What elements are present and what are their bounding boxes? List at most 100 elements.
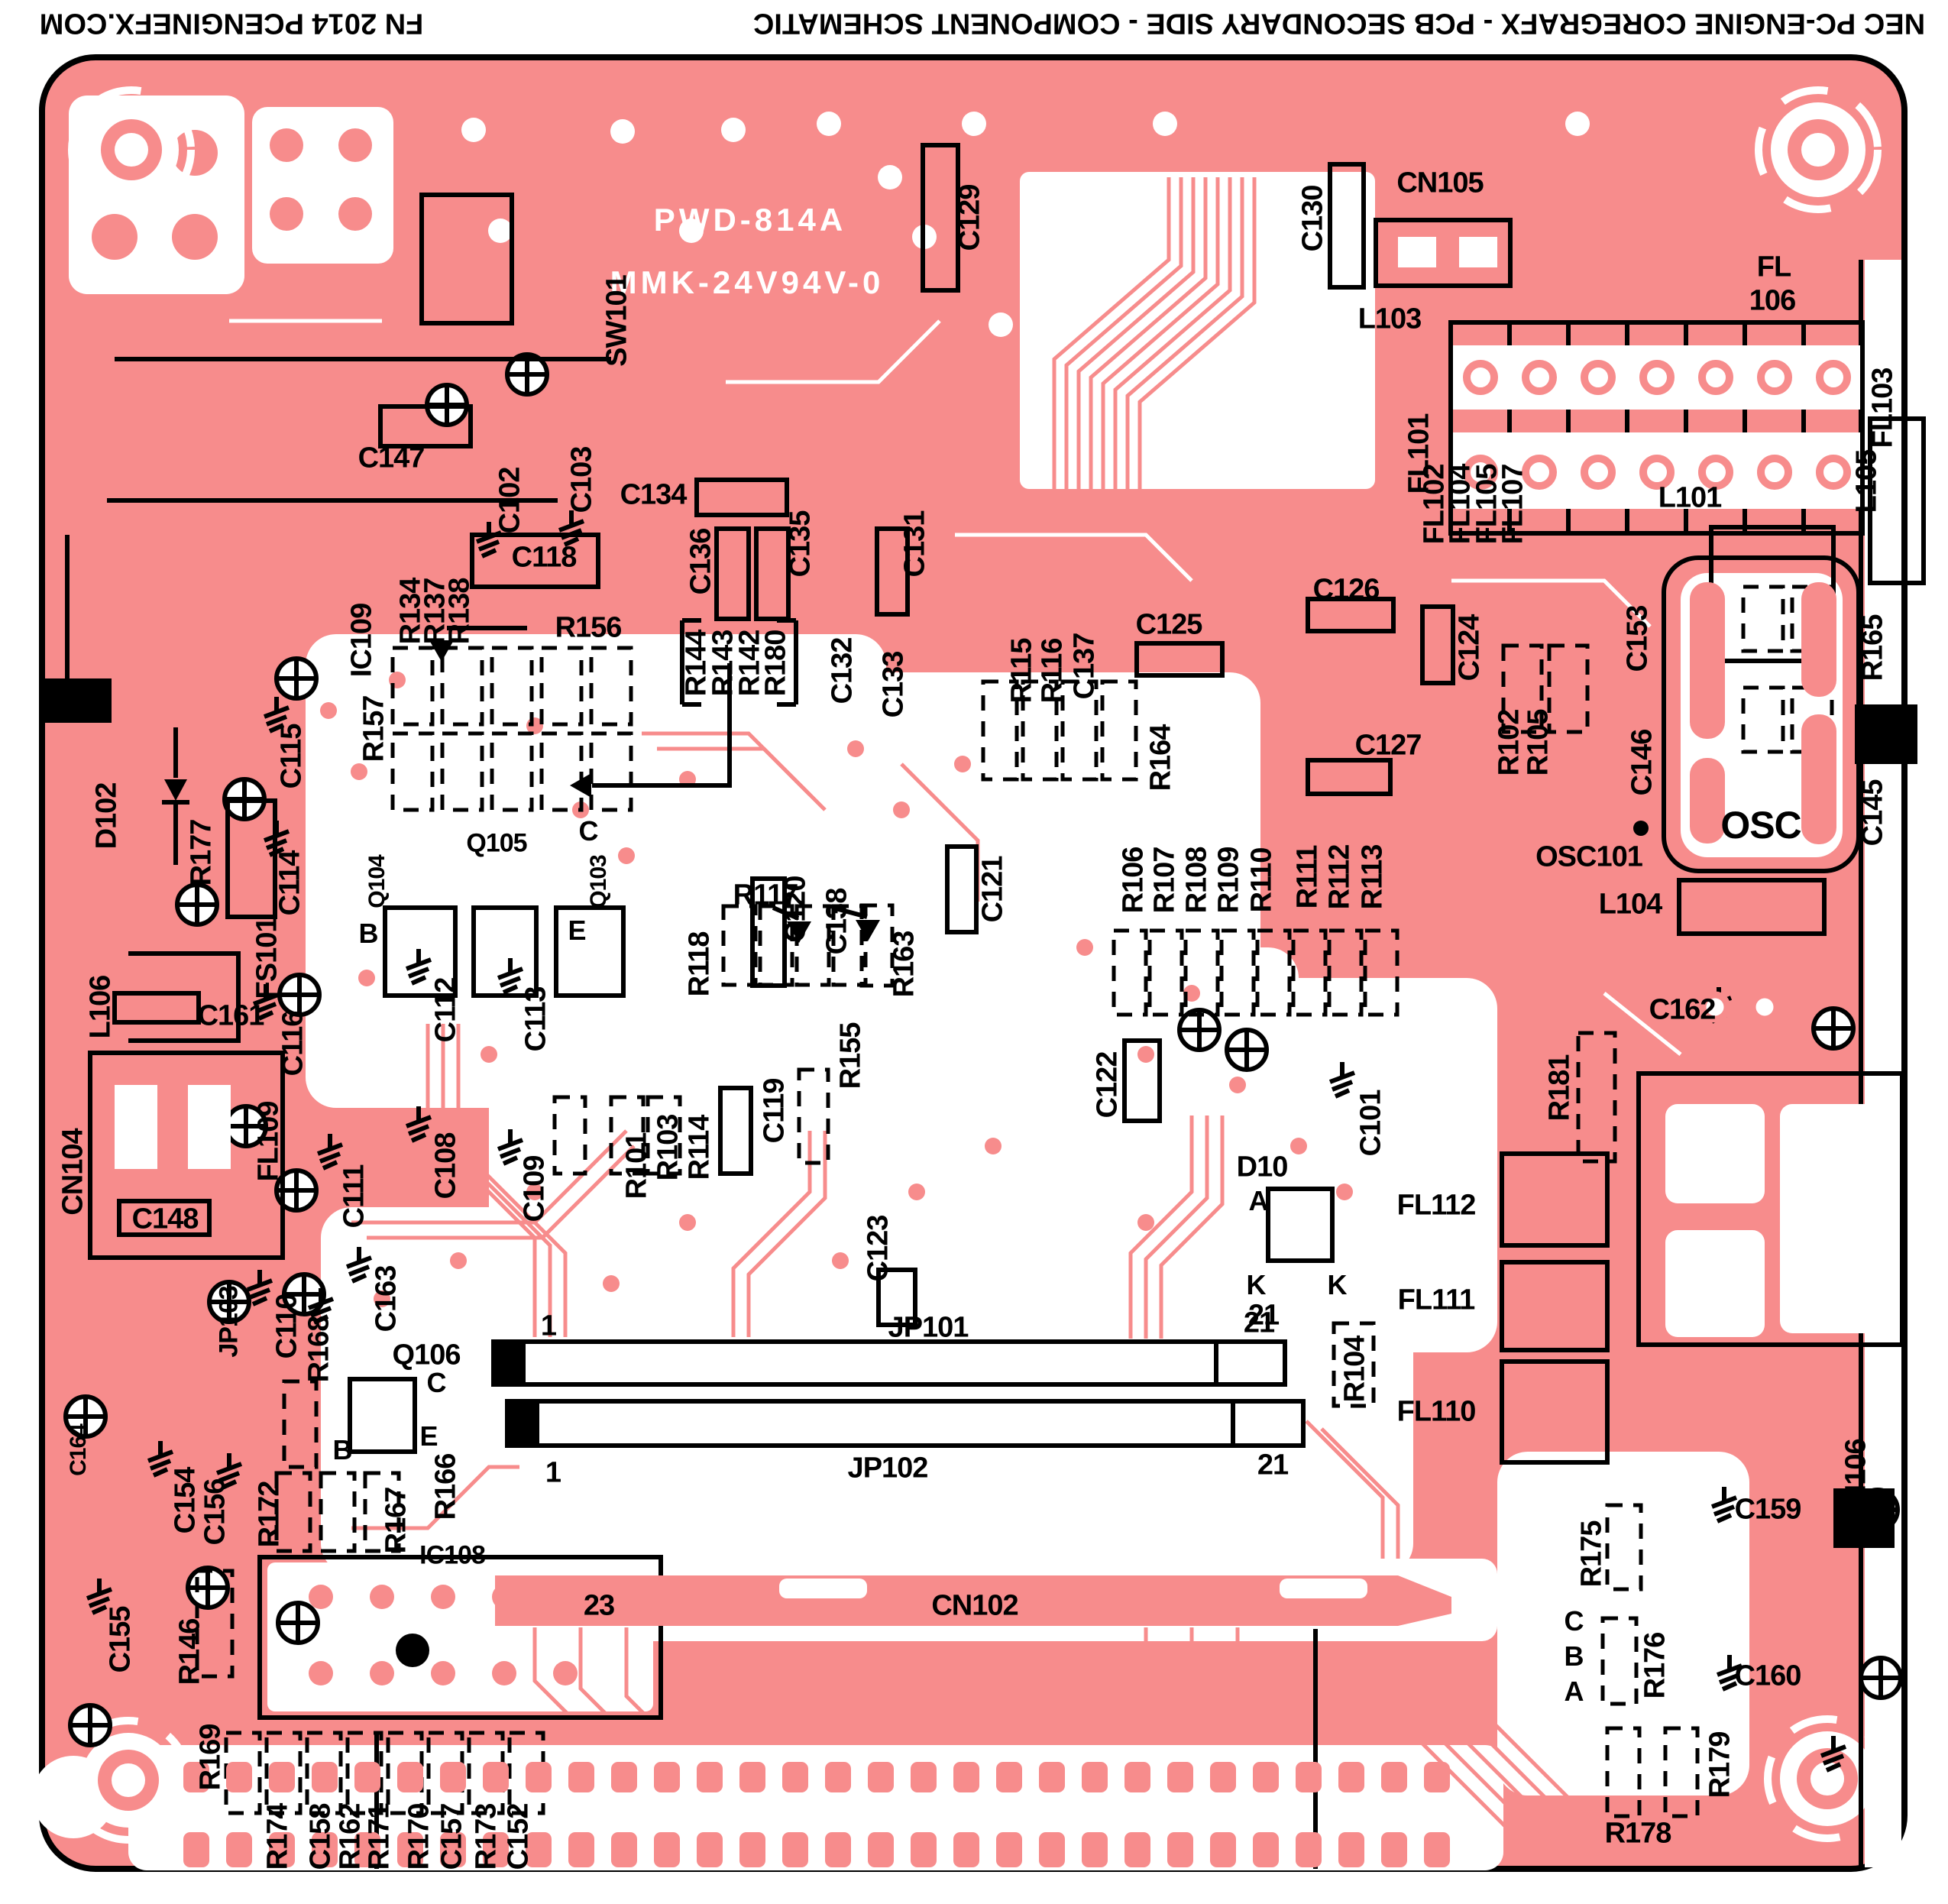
ref-label-SW101: SW101 (600, 275, 633, 367)
ref-label-R168: R168 (303, 1316, 335, 1383)
ref-label-C130: C130 (1296, 185, 1329, 252)
ref-label-C110: C110 (270, 1294, 303, 1359)
ref-label-Q106: Q106 (392, 1339, 461, 1371)
ref-label-R114: R114 (683, 1115, 716, 1180)
ref-label-B: B (1564, 1640, 1584, 1672)
ref-label-R105: R105 (1522, 709, 1555, 776)
ref-label-OSC101: OSC101 (1535, 840, 1643, 873)
ref-label-R173: R173 (470, 1803, 503, 1870)
ref-label-R110: R110 (1245, 847, 1278, 913)
ref-label-R155: R155 (834, 1022, 867, 1090)
ref-label-R118: R118 (683, 931, 716, 997)
ref-label-C134: C134 (620, 478, 688, 511)
ref-label-R107: R107 (1148, 847, 1181, 914)
ref-label-C109: C109 (518, 1155, 551, 1222)
ref-label-C132: C132 (826, 637, 859, 704)
ref-label-E: E (568, 915, 586, 946)
ref-label-R112: R112 (1323, 844, 1356, 910)
ref-label-E: E (419, 1420, 438, 1452)
ref-label-C152: C152 (502, 1803, 535, 1870)
ref-label-C135: C135 (784, 510, 817, 578)
ref-label-C148: C148 (131, 1203, 199, 1235)
ref-label-C101: C101 (1354, 1090, 1387, 1157)
ref-label-21: 21 (1243, 1307, 1275, 1339)
ref-label-Q103: Q103 (586, 855, 611, 908)
ref-label-FS101: FS101 (251, 917, 283, 999)
ref-label-C108: C108 (429, 1132, 462, 1200)
ref-label-C112: C112 (429, 977, 462, 1043)
ref-label-C160: C160 (1734, 1660, 1802, 1692)
ref-label-C138: C138 (820, 888, 853, 955)
ref-label-CN102: CN102 (931, 1589, 1018, 1622)
ref-label-R170: R170 (403, 1803, 435, 1870)
ref-label-R101: R101 (620, 1132, 653, 1200)
ref-label-C129: C129 (953, 184, 986, 251)
ref-label-R174: R174 (261, 1803, 294, 1870)
ref-label-C: C (426, 1367, 447, 1398)
white-vias (461, 112, 1590, 337)
ref-label-R108: R108 (1180, 847, 1213, 914)
ref-label-21: 21 (1247, 1299, 1280, 1332)
ref-label-R115: R115 (1005, 638, 1038, 704)
ref-label-23: 23 (583, 1589, 615, 1622)
ref-label-OSC: OSC (1720, 804, 1801, 847)
ref-label-C163: C163 (370, 1265, 403, 1332)
ref-label-C119: C119 (758, 1078, 791, 1144)
ref-label-R163: R163 (888, 931, 921, 998)
ref-label-R165: R165 (1856, 614, 1889, 682)
ref-label-K: K (1246, 1269, 1267, 1300)
ref-label-FL: FL (1756, 251, 1791, 283)
ref-label-CN105: CN105 (1396, 167, 1484, 199)
ref-label-C122: C122 (1091, 1051, 1124, 1119)
ref-label-R180: R180 (759, 630, 792, 697)
ref-label-R106: R106 (1117, 847, 1150, 914)
ref-label-C133: C133 (877, 651, 910, 718)
ref-label-R138: R138 (443, 578, 476, 645)
ref-label-C123: C123 (862, 1215, 895, 1282)
ref-label-C127: C127 (1354, 729, 1422, 762)
ref-label-C124: C124 (1453, 614, 1486, 682)
ref-label-R166: R166 (429, 1453, 462, 1520)
ref-label-R103: R103 (652, 1114, 684, 1181)
ref-label-C102: C102 (493, 467, 526, 534)
ref-label-D102: D102 (90, 782, 123, 850)
component-interiors (115, 237, 1879, 1337)
ref-label-C159: C159 (1734, 1493, 1802, 1526)
ref-label-R157: R157 (358, 695, 390, 763)
ref-label-B: B (332, 1434, 353, 1465)
ref-label-C118: C118 (511, 541, 578, 574)
ref-label-C161: C161 (197, 999, 265, 1032)
ref-label-R172: R172 (253, 1481, 286, 1548)
ref-label-C121: C121 (976, 856, 1009, 923)
ref-label-R146: R146 (173, 1618, 206, 1685)
ref-label-R179: R179 (1704, 1731, 1736, 1799)
silkscreen-text: PWD-814A (653, 202, 847, 238)
ref-label-C114: C114 (273, 850, 306, 916)
ref-label-Q105: Q105 (466, 828, 527, 858)
ref-label-CN106: CN106 (1840, 1439, 1872, 1526)
ref-label-C103: C103 (565, 446, 598, 513)
ref-label-1: 1 (545, 1456, 561, 1489)
ref-label-IC109: IC109 (345, 603, 378, 678)
ref-label-C162: C162 (1649, 993, 1717, 1026)
ref-label-C146: C146 (1626, 729, 1658, 796)
ref-label-C131: C131 (898, 510, 931, 578)
ref-label-C113: C113 (519, 986, 552, 1052)
ref-label-C115: C115 (275, 724, 308, 789)
ref-label-C153: C153 (1621, 605, 1654, 672)
ref-label-JP103: JP103 (214, 1286, 244, 1358)
ref-label-R176: R176 (1639, 1632, 1671, 1699)
ref-label-C164: C164 (66, 1424, 91, 1476)
ref-label-R102: R102 (1493, 709, 1526, 776)
component-outlines (65, 143, 1926, 1869)
ref-label-A: A (1248, 1185, 1269, 1216)
ref-label-R162: R162 (334, 1803, 367, 1870)
ref-label-FL111: FL111 (1397, 1284, 1476, 1316)
ref-label-R109: R109 (1212, 847, 1245, 914)
ref-label-R164: R164 (1144, 724, 1177, 792)
ref-label-FL110: FL110 (1396, 1395, 1477, 1428)
ref-label-L101: L101 (1658, 481, 1723, 514)
ref-label-L106: L106 (84, 975, 117, 1039)
trace-bundles (351, 177, 1606, 1835)
